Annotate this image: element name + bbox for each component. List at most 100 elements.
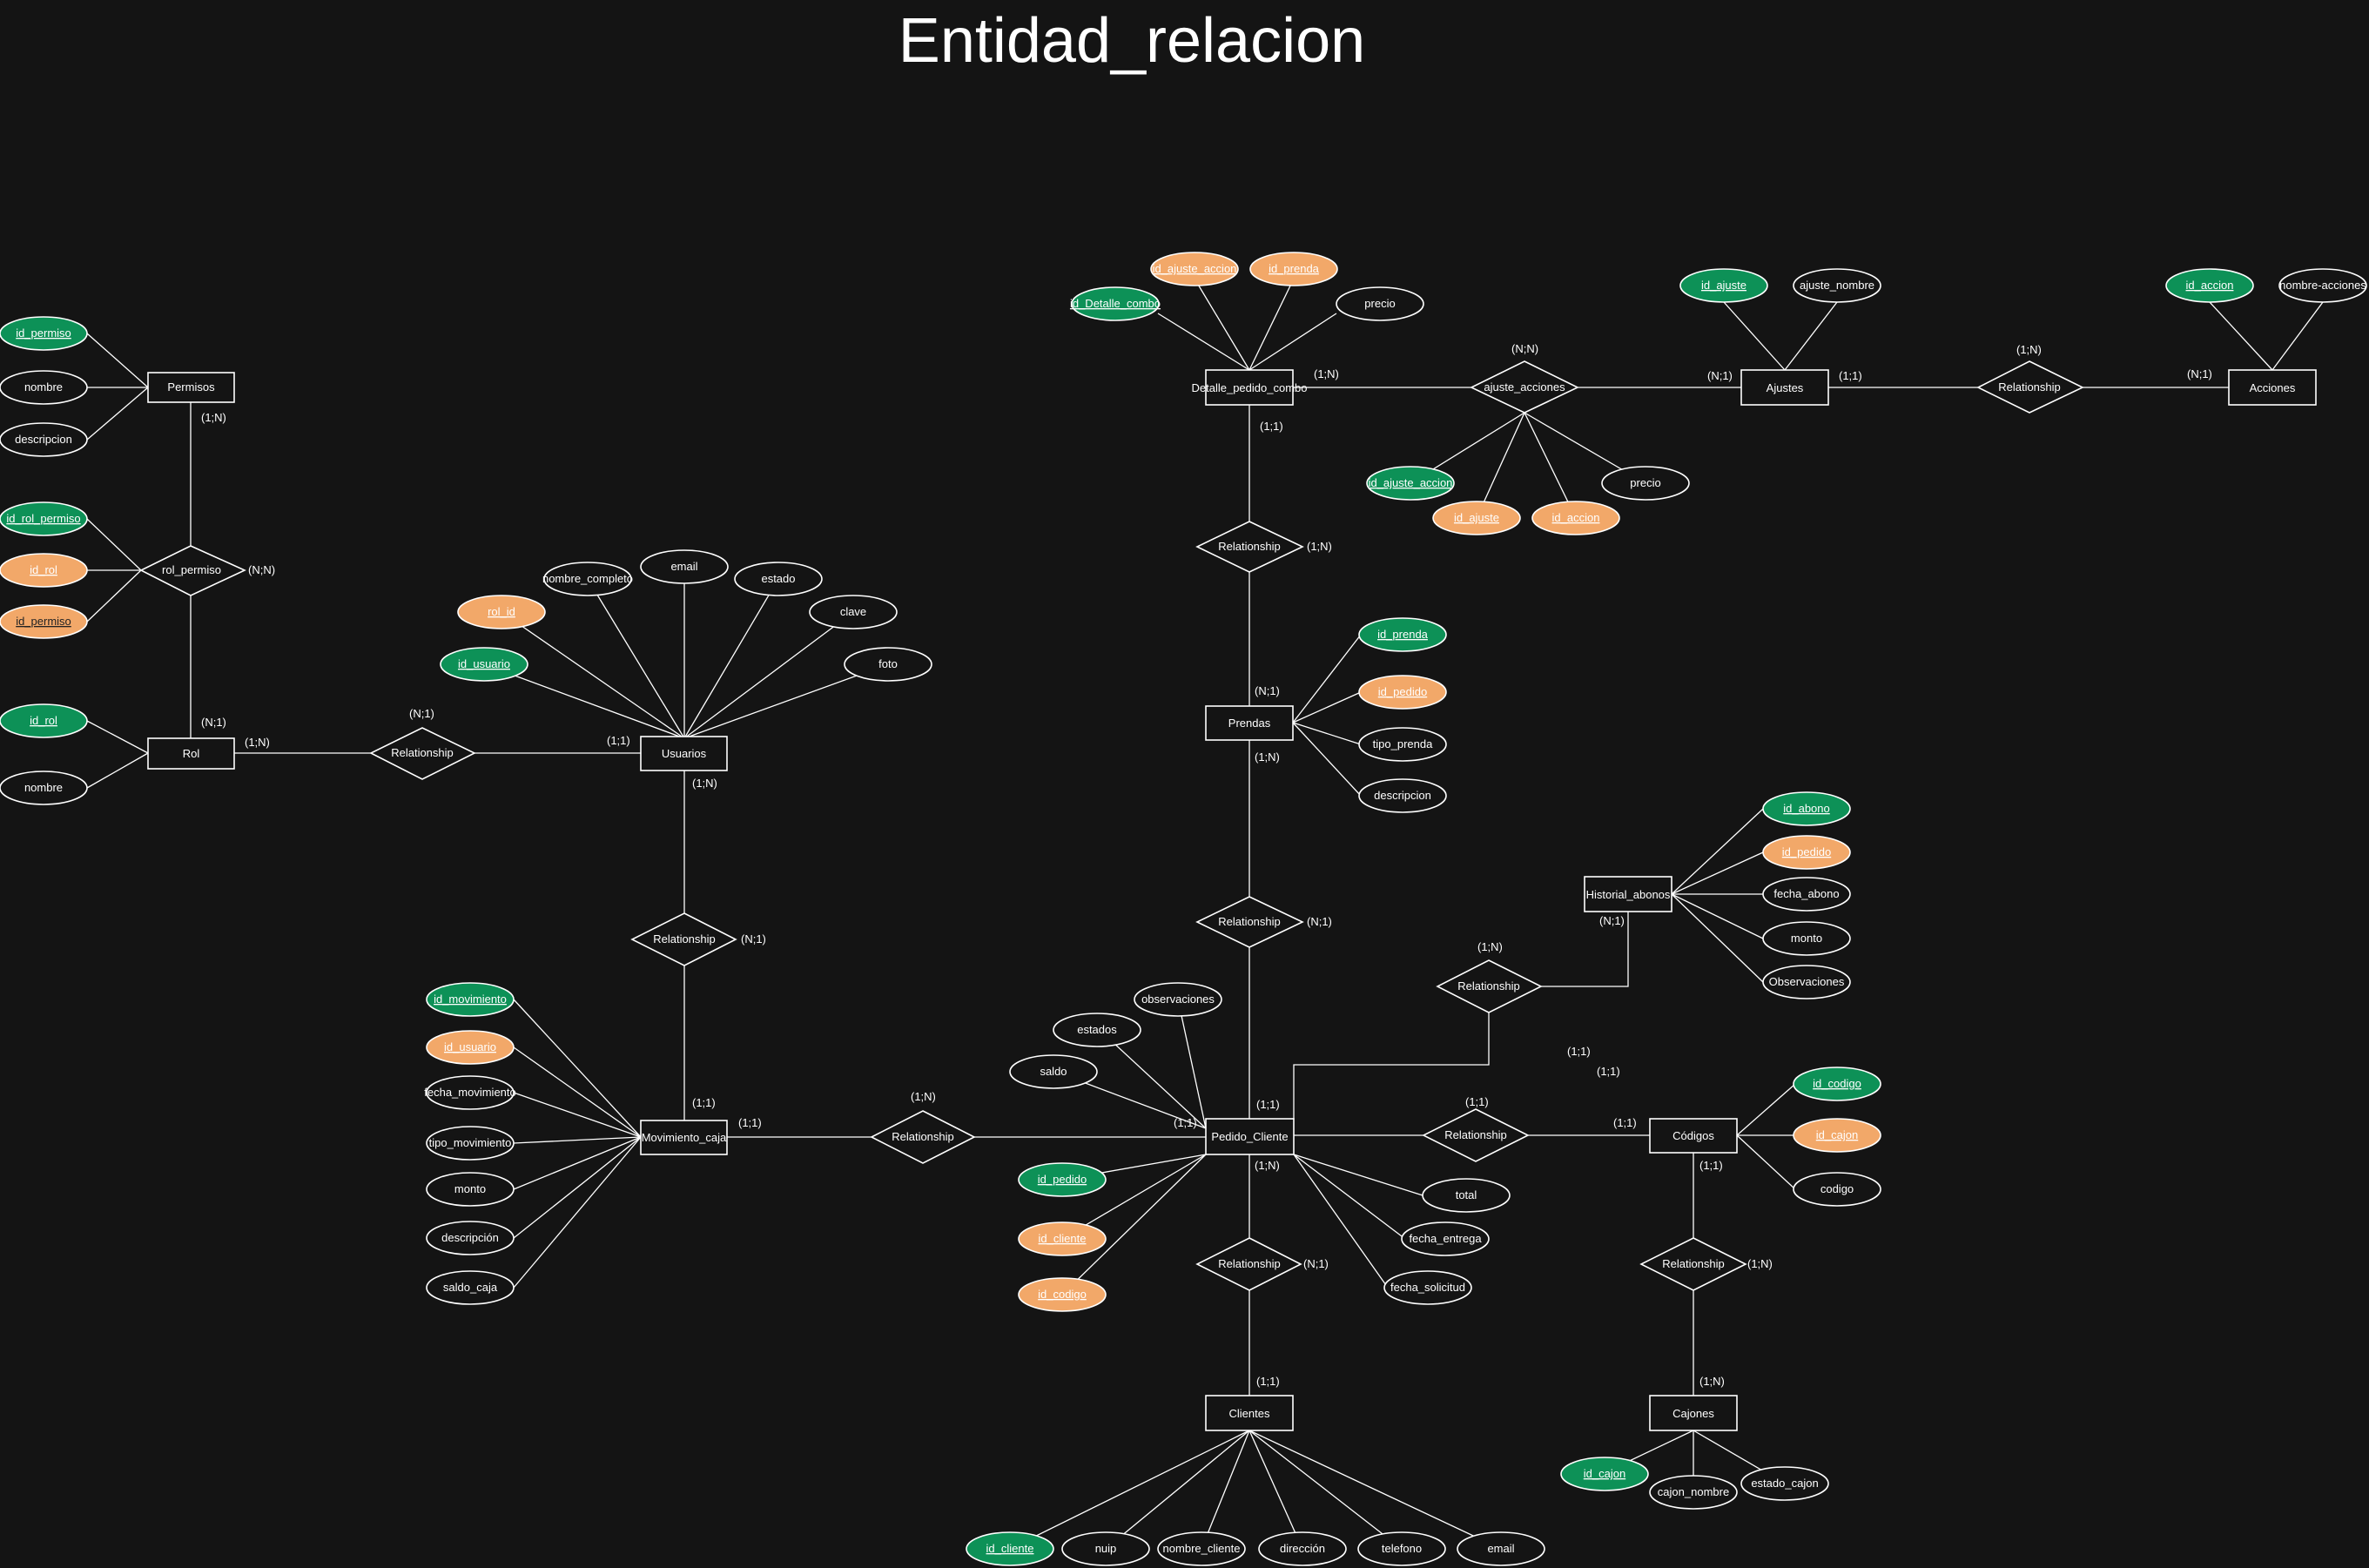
svg-text:Historial_abonos: Historial_abonos (1586, 888, 1671, 901)
svg-text:id_permiso: id_permiso (16, 615, 71, 628)
attr-fecha-abono: fecha_abono (1762, 877, 1851, 912)
cardinality-label: (1;1) (1567, 1045, 1591, 1058)
svg-text:tipo_prenda: tipo_prenda (1373, 737, 1433, 750)
svg-text:id_abono: id_abono (1783, 802, 1830, 815)
attr-ajuste-nombre: ajuste_nombre (1793, 268, 1881, 303)
attr-fk-id-cliente: id_cliente (1018, 1221, 1107, 1256)
cardinality-label: (N;N) (248, 563, 275, 576)
svg-text:Movimiento_caja: Movimiento_caja (642, 1131, 727, 1144)
svg-text:id_rol_permiso: id_rol_permiso (6, 512, 80, 525)
relationship-usuarios-movimiento: Relationship (630, 912, 737, 966)
svg-text:id_codigo: id_codigo (1038, 1288, 1087, 1301)
connector-lines (86, 278, 2324, 1550)
cardinality-label: (1;N) (911, 1090, 936, 1103)
attr-pk-id-usuario: id_usuario (440, 647, 528, 682)
svg-text:monto: monto (1791, 932, 1822, 945)
svg-text:Relationship: Relationship (892, 1130, 954, 1143)
attr-clave: clave (809, 595, 898, 629)
attr-pk-id-detalle-combo: id_Detalle_combo (1070, 286, 1161, 321)
cardinality-label: (1;N) (1314, 367, 1339, 380)
relationship-ajustes-acciones: Relationship (1976, 360, 2084, 414)
cardinality-label: (N;1) (741, 932, 766, 946)
svg-text:id_cliente: id_cliente (986, 1542, 1034, 1555)
svg-text:Cajones: Cajones (1672, 1407, 1714, 1420)
svg-text:Usuarios: Usuarios (662, 747, 707, 760)
svg-text:id_movimiento: id_movimiento (434, 993, 507, 1006)
svg-text:descripcion: descripcion (15, 433, 72, 446)
cardinality-label: (1;N) (245, 736, 270, 749)
attr-descripcion: descripción (426, 1221, 515, 1255)
cardinality-label: (1;1) (607, 734, 630, 747)
cardinality-label: (1;1) (1256, 1098, 1280, 1111)
cardinality-label: (1;1) (738, 1116, 762, 1129)
svg-text:id_codigo: id_codigo (1813, 1077, 1861, 1090)
svg-text:id_ajuste: id_ajuste (1701, 279, 1746, 292)
entity-detalle-pedido-combo: Detalle_pedido_combo (1192, 369, 1308, 406)
svg-text:descripcion: descripcion (1374, 789, 1431, 802)
svg-text:id_prenda: id_prenda (1377, 628, 1429, 641)
svg-text:Detalle_pedido_combo: Detalle_pedido_combo (1192, 381, 1308, 394)
svg-text:id_ajuste_accion: id_ajuste_accion (1153, 262, 1237, 275)
svg-text:nombre_cliente: nombre_cliente (1163, 1542, 1241, 1555)
attr-fk-id-prenda: id_prenda (1249, 252, 1338, 286)
svg-text:telefono: telefono (1382, 1542, 1422, 1555)
svg-text:fecha_solicitud: fecha_solicitud (1390, 1281, 1465, 1294)
attr-nuip: nuip (1061, 1531, 1150, 1566)
cardinality-label: (1;1) (1174, 1116, 1197, 1129)
relationship-detalle-prendas: Relationship (1195, 521, 1304, 573)
svg-text:precio: precio (1630, 476, 1660, 489)
attr-telefono: telefono (1357, 1531, 1446, 1566)
attr-pk-id-cajon: id_cajon (1560, 1457, 1649, 1491)
attr-observaciones: observaciones (1134, 982, 1222, 1017)
svg-text:Relationship: Relationship (1218, 540, 1281, 553)
relationship-historial-pedido: Relationship (1436, 959, 1543, 1013)
attr-tipo-movimiento: tipo_movimiento (426, 1126, 515, 1161)
attr-nombre-acciones: nombre-acciones (2278, 268, 2367, 303)
svg-text:id_accion: id_accion (1552, 511, 1600, 524)
svg-text:clave: clave (840, 605, 866, 618)
cardinality-label: (1;N) (1255, 1159, 1280, 1172)
cardinality-label: (N;1) (409, 707, 434, 720)
svg-text:Clientes: Clientes (1229, 1407, 1270, 1420)
svg-text:total: total (1456, 1188, 1477, 1201)
svg-text:fecha_entrega: fecha_entrega (1409, 1232, 1482, 1245)
svg-text:Pedido_Cliente: Pedido_Cliente (1211, 1130, 1288, 1143)
cardinality-label: (1;N) (1699, 1375, 1725, 1388)
attr-pk-id-codigo: id_codigo (1793, 1067, 1881, 1101)
attr-nombre: nombre (0, 370, 88, 405)
svg-text:id_cajon: id_cajon (1584, 1467, 1625, 1480)
attr-fk-id-rol: id_rol (0, 553, 88, 588)
svg-text:Relationship: Relationship (1662, 1257, 1725, 1270)
svg-text:tipo_movimiento: tipo_movimiento (429, 1136, 512, 1149)
cardinality-label: (1;1) (1260, 420, 1283, 433)
cardinality-label: (1;N) (2016, 343, 2042, 356)
relationship-codigos-cajones: Relationship (1639, 1237, 1747, 1291)
attr-fecha-movimiento: fecha_movimiento (424, 1075, 516, 1110)
svg-text:observaciones: observaciones (1141, 993, 1215, 1006)
cardinality-label: (1;1) (1613, 1116, 1637, 1129)
cardinality-label: (1;1) (692, 1096, 716, 1109)
attr-fecha-entrega: fecha_entrega (1401, 1221, 1490, 1256)
attr-fk-id-usuario: id_usuario (426, 1030, 515, 1065)
attr-monto: monto (426, 1172, 515, 1207)
svg-text:Códigos: Códigos (1672, 1129, 1714, 1142)
entity-pedido-cliente: Pedido_Cliente (1205, 1118, 1295, 1155)
cardinality-label: (N;N) (1511, 342, 1538, 355)
attr-pk-id-rol-permiso: id_rol_permiso (0, 501, 88, 536)
cardinality-label: (N;1) (1707, 369, 1733, 382)
svg-text:id_Detalle_combo: id_Detalle_combo (1070, 297, 1161, 310)
cardinality-label: (N;1) (1599, 914, 1625, 927)
attr-pk-id-prenda: id_prenda (1358, 617, 1447, 652)
attr-monto: monto (1762, 921, 1851, 956)
attr-fk-id-cajon: id_cajon (1793, 1118, 1881, 1153)
attr-fecha-solicitud: fecha_solicitud (1383, 1270, 1472, 1305)
entity-ajustes: Ajustes (1740, 369, 1829, 406)
svg-text:email: email (670, 560, 697, 573)
attr-pk-id-rol: id_rol (0, 703, 88, 738)
svg-text:estado_cajon: estado_cajon (1751, 1477, 1818, 1490)
attr-pk-id-movimiento: id_movimiento (426, 982, 515, 1017)
attr-pk-id-accion: id_accion (2165, 268, 2254, 303)
svg-text:foto: foto (878, 657, 898, 670)
attr-pk-id-pedido: id_pedido (1018, 1162, 1107, 1197)
attr-saldo-caja: saldo_caja (426, 1270, 515, 1305)
